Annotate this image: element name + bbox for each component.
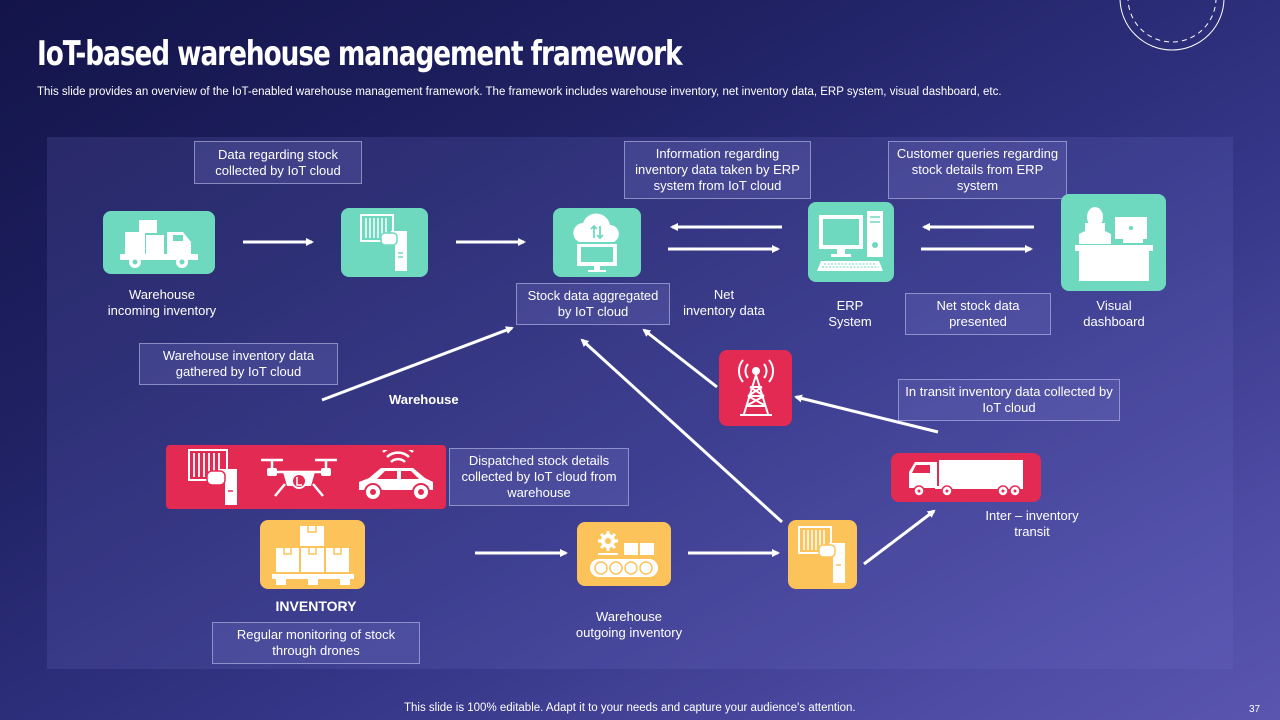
callout-cloud-aggregated: Stock data aggregated by IoT cloud [516, 283, 670, 325]
transit-label: Inter – inventory transit [985, 508, 1079, 539]
desktop-computer-icon [817, 211, 883, 271]
visual-dashboard-label: Visual dashboard [1083, 298, 1145, 329]
outgoing-inventory-tile [577, 522, 671, 586]
scanner-bottom-tile [788, 520, 857, 589]
barcode-scanner-icon [188, 449, 237, 505]
callout-drones: Regular monitoring of stock through dron… [212, 622, 420, 664]
callout-customer-queries: Customer queries regarding stock details… [888, 141, 1067, 199]
boxes-on-pallet-icon [271, 525, 354, 585]
incoming-inventory-tile [103, 211, 215, 274]
callout-dispatched: Dispatched stock details collected by Io… [449, 448, 629, 506]
slide-footer: This slide is 100% editable. Adapt it to… [404, 702, 856, 714]
scanner-top-tile [341, 208, 428, 277]
iot-cloud-tile [553, 208, 641, 277]
erp-system-tile [808, 202, 894, 282]
callout-in-transit: In transit inventory data collected by I… [898, 379, 1120, 421]
cloud-computer-icon [573, 213, 619, 272]
callout-erp-info: Information regarding inventory data tak… [624, 141, 811, 199]
warehouse-label: Warehouse [389, 392, 459, 407]
decorative-circle-icon [1119, 0, 1225, 51]
visual-dashboard-tile [1061, 194, 1166, 291]
inventory-label: INVENTORY [275, 598, 357, 614]
signal-tower-tile [719, 350, 792, 426]
slide-title: IoT-based warehouse management framework [37, 34, 683, 74]
incoming-inventory-label: Warehouse incoming inventory [107, 287, 217, 318]
outgoing-inventory-label: Warehouse outgoing inventory [575, 609, 683, 640]
callout-net-stock: Net stock data presented [905, 293, 1051, 335]
barcode-scanner-icon [797, 525, 845, 583]
warehouse-devices-tile [166, 445, 446, 509]
delivery-truck-icon [120, 219, 198, 268]
callout-warehouse-gathered: Warehouse inventory data gathered by IoT… [139, 343, 338, 385]
erp-system-label: ERP System [828, 298, 872, 329]
page-number: 37 [1249, 704, 1261, 715]
net-inventory-label: Net inventory data [683, 287, 765, 318]
callout-stock-collected: Data regarding stock collected by IoT cl… [194, 141, 362, 184]
connected-car-icon [359, 450, 433, 501]
drone-icon [261, 458, 337, 497]
slide-subtitle: This slide provides an overview of the I… [37, 86, 1002, 98]
conveyor-belt-icon [590, 531, 658, 577]
signal-tower-icon [737, 359, 774, 416]
transit-truck-tile [891, 453, 1041, 502]
barcode-scanner-icon [359, 213, 407, 271]
semi-truck-icon [909, 459, 1023, 497]
inventory-tile [260, 520, 365, 589]
person-at-desk-icon [1074, 206, 1153, 281]
